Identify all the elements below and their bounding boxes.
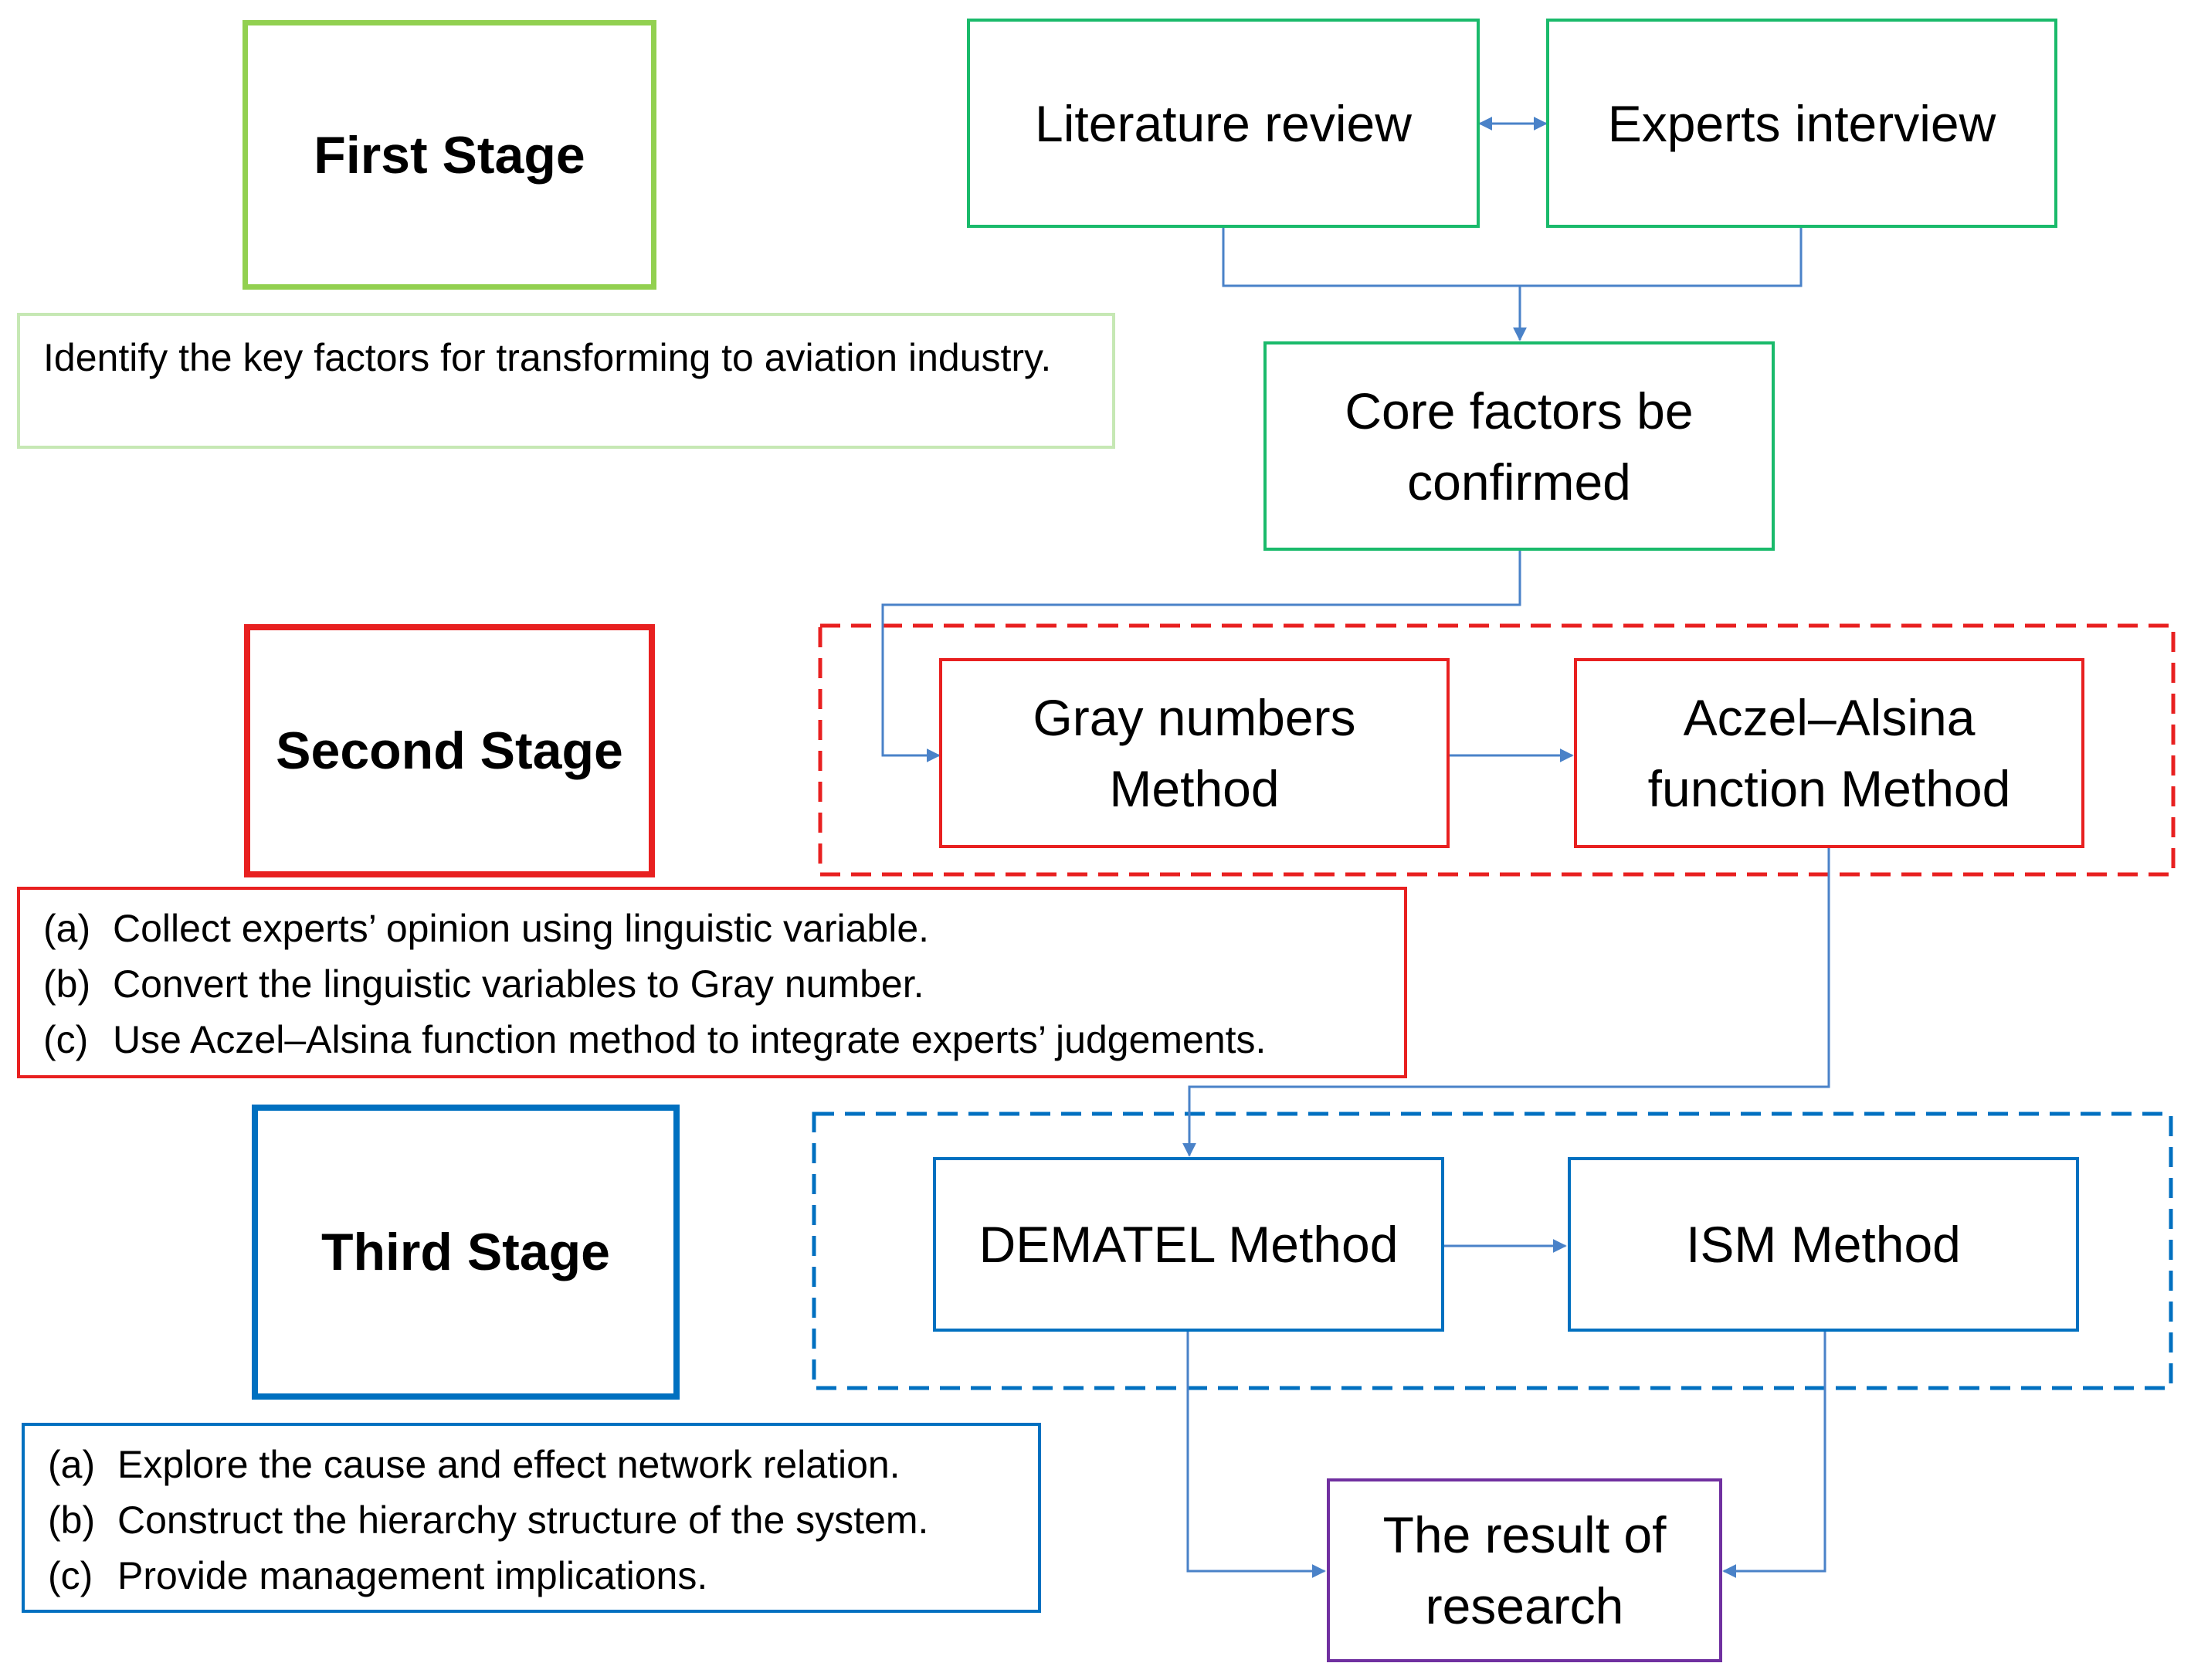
second-stage-title: Second Stage (276, 721, 623, 780)
experts-interview-node: Experts interview (1546, 19, 2057, 228)
second-stage-steps: (a) Collect experts’ opinion using lingu… (43, 901, 1381, 1067)
dematel-label: DEMATEL Method (978, 1216, 1399, 1273)
third-stage-steps: (a) Explore the cause and effect network… (48, 1437, 1015, 1604)
experts-interview-label: Experts interview (1607, 94, 1996, 152)
list-item: (c) Provide management implications. (48, 1554, 708, 1597)
first-stage-description: Identify the key factors for transformin… (17, 313, 1115, 449)
first-stage-box: First Stage (243, 20, 656, 290)
aczel-alsina-method-node: Aczel–Alsina function Method (1574, 658, 2084, 848)
literature-review-node: Literature review (967, 19, 1480, 228)
list-item: (c) Use Aczel–Alsina function method to … (43, 1018, 1267, 1061)
third-stage-description: (a) Explore the cause and effect network… (22, 1423, 1041, 1613)
list-item: (a) Collect experts’ opinion using lingu… (43, 907, 930, 950)
arrow-sources-to-core (1222, 228, 1803, 287)
arrow-dematel-to-result (1186, 1332, 1326, 1578)
third-stage-box: Third Stage (252, 1105, 680, 1400)
first-stage-title: First Stage (314, 125, 585, 185)
arrow-core-to-gray (881, 551, 1521, 762)
second-stage-box: Second Stage (244, 624, 655, 877)
arrow-aczel-to-dematel (1182, 848, 1830, 1157)
second-stage-description: (a) Collect experts’ opinion using lingu… (17, 887, 1407, 1078)
arrow-ism-to-result (1722, 1332, 1826, 1578)
research-result-node: The result of research (1327, 1478, 1722, 1662)
first-stage-description-text: Identify the key factors for transformin… (43, 336, 1052, 379)
core-factors-node: Core factors be confirmed (1263, 341, 1775, 551)
ism-method-node: ISM Method (1568, 1157, 2079, 1332)
literature-review-label: Literature review (1035, 94, 1412, 152)
third-stage-method-group (812, 1112, 2173, 1390)
dematel-method-node: DEMATEL Method (933, 1157, 1444, 1332)
list-item: (a) Explore the cause and effect network… (48, 1443, 900, 1486)
ism-label: ISM Method (1686, 1216, 1961, 1273)
list-item: (b) Convert the linguistic variables to … (43, 962, 924, 1006)
list-item: (b) Construct the hierarchy structure of… (48, 1498, 929, 1542)
gray-numbers-method-node: Gray numbers Method (939, 658, 1450, 848)
third-stage-title: Third Stage (321, 1223, 611, 1281)
